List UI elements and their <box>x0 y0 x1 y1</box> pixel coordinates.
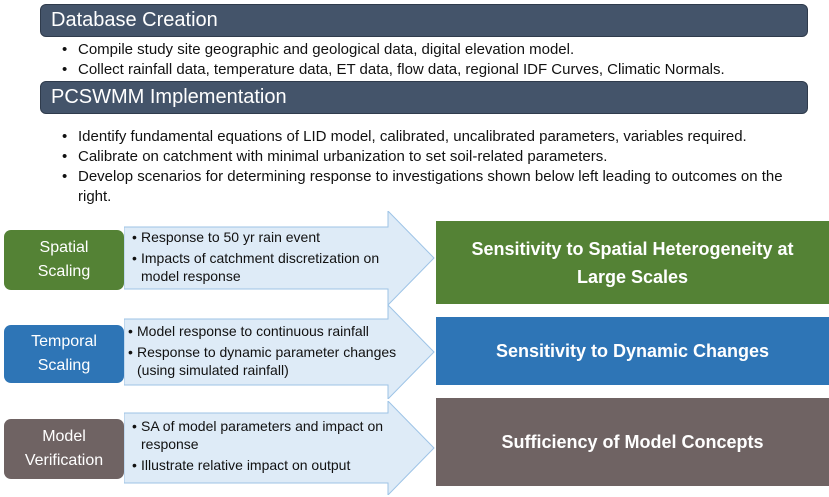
verification-outcome-text: Sufficiency of Model Concepts <box>501 432 764 452</box>
spatial-outcome-box: Sensitivity to Spatial Heterogeneity at … <box>436 221 829 304</box>
temporal-outcome-text: Sensitivity to Dynamic Changes <box>495 341 770 361</box>
pcswmm-bullet: Calibrate on catchment with minimal urba… <box>60 147 800 167</box>
temporal-bullet: Response to dynamic parameter changes (u… <box>128 343 398 379</box>
spatial-scaling-box: Spatial Scaling <box>4 230 124 290</box>
spatial-scaling-bullets: Response to 50 yr rain event Impacts of … <box>132 228 397 288</box>
model-verification-bullets: SA of model parameters and impact on res… <box>132 417 397 477</box>
spatial-outcome-text: Sensitivity to Spatial Heterogeneity at … <box>471 238 794 287</box>
temporal-bullet: Model response to continuous rainfall <box>128 322 398 340</box>
database-creation-banner: Database Creation <box>40 4 808 37</box>
verification-outcome-box: Sufficiency of Model Concepts <box>436 398 829 486</box>
temporal-scaling-box: Temporal Scaling <box>4 325 124 383</box>
model-verification-box: Model Verification <box>4 419 124 479</box>
pcswmm-implementation-banner: PCSWMM Implementation <box>40 81 808 114</box>
spatial-label-line: Spatial <box>39 239 89 256</box>
spatial-label-line: Scaling <box>37 263 91 280</box>
spatial-bullet: Impacts of catchment discretization on m… <box>132 249 397 285</box>
database-bullets: Compile study site geographic and geolog… <box>60 40 820 80</box>
verification-label-line: Model <box>42 428 86 445</box>
temporal-label-line: Temporal <box>31 333 97 350</box>
pcswmm-bullet: Develop scenarios for determining respon… <box>60 167 800 207</box>
database-bullet: Collect rainfall data, temperature data,… <box>60 60 820 80</box>
temporal-label-line: Scaling <box>37 357 91 374</box>
pcswmm-bullets: Identify fundamental equations of LID mo… <box>60 127 800 207</box>
pcswmm-bullet: Identify fundamental equations of LID mo… <box>60 127 800 147</box>
temporal-outcome-box: Sensitivity to Dynamic Changes <box>436 317 829 385</box>
database-bullet: Compile study site geographic and geolog… <box>60 40 820 60</box>
verification-bullet: Illustrate relative impact on output <box>132 456 397 474</box>
temporal-scaling-bullets: Model response to continuous rainfall Re… <box>128 322 398 382</box>
verification-bullet: SA of model parameters and impact on res… <box>132 417 397 453</box>
spatial-bullet: Response to 50 yr rain event <box>132 228 397 246</box>
verification-label-line: Verification <box>24 452 104 469</box>
